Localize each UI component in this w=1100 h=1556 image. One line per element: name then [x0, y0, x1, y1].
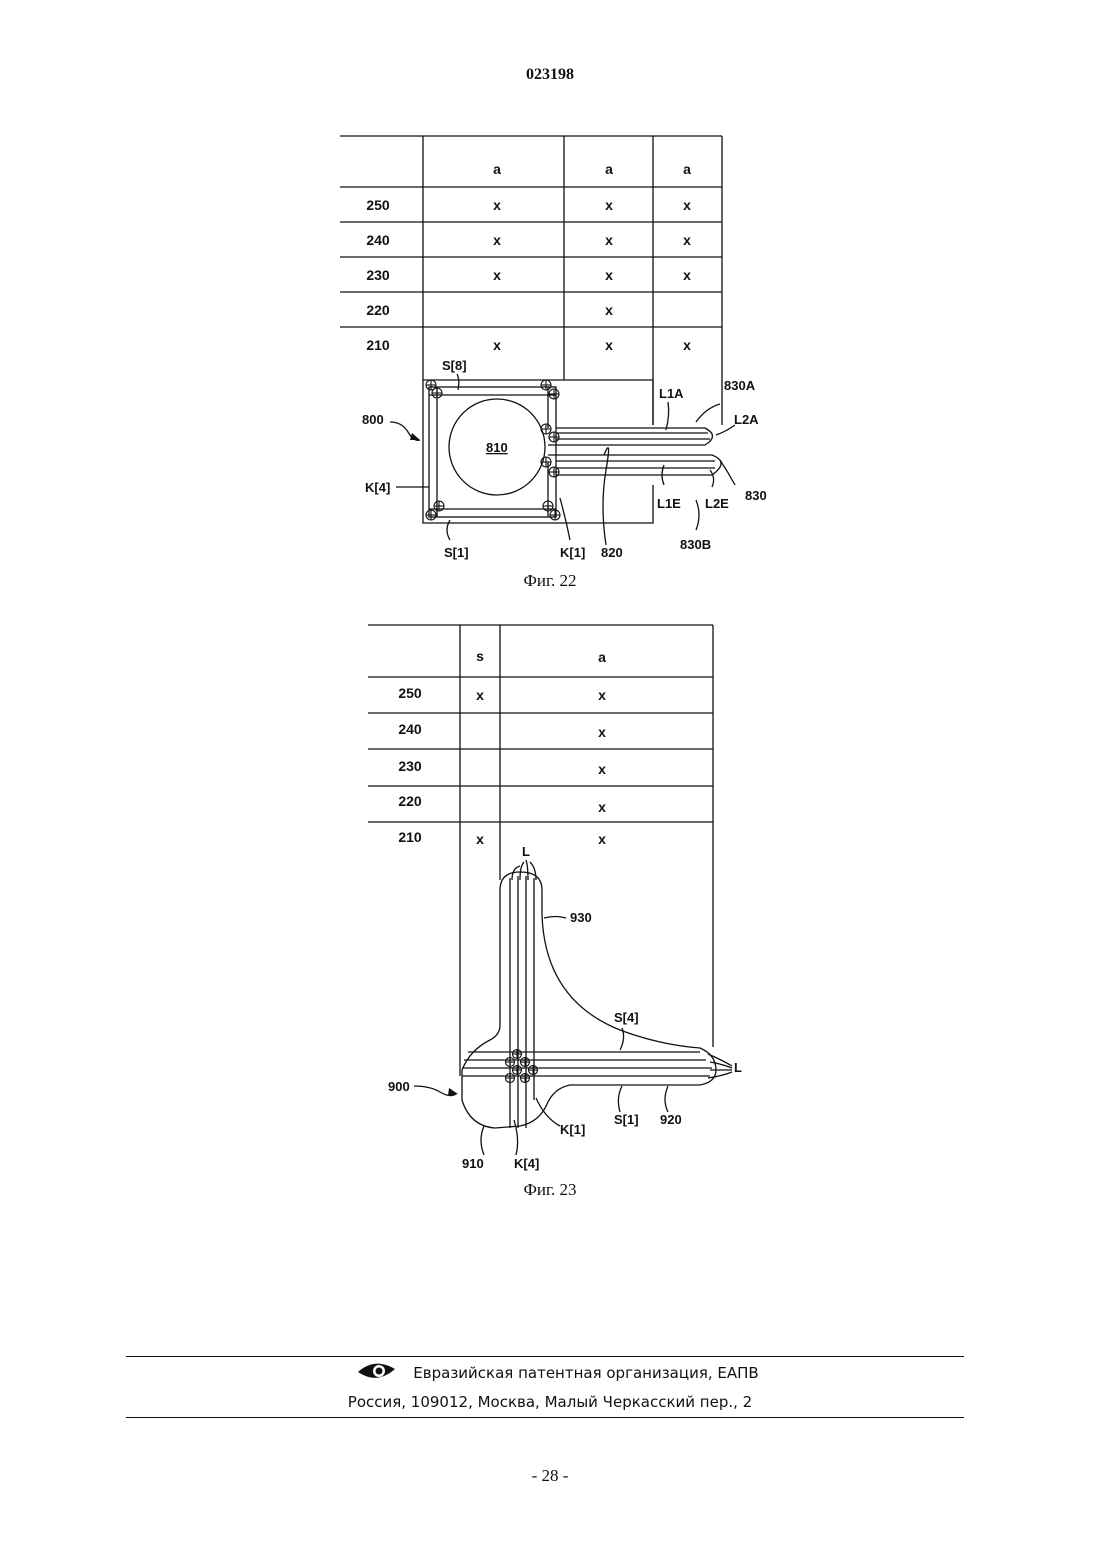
fig23-label-l-top: L [522, 844, 530, 859]
fig22-col-header-1: a [493, 161, 501, 177]
fig23-cell: x [598, 687, 606, 703]
fig22-label-830a: 830A [724, 378, 756, 393]
fig23-drawing [414, 860, 732, 1155]
fig22-label-l1a: L1A [659, 386, 684, 401]
fig22-row-label: 220 [366, 302, 390, 318]
fig22-cell: x [605, 302, 613, 318]
figure-23-caption: Фиг. 23 [0, 1180, 1100, 1200]
fig23-row-label: 210 [398, 829, 422, 845]
fig23-label-k1: K[1] [560, 1122, 585, 1137]
footer-address: Россия, 109012, Москва, Малый Черкасский… [0, 1393, 1100, 1411]
fig22-label-830b: 830B [680, 537, 711, 552]
fig22-cell: x [605, 232, 613, 248]
fig22-row-label: 250 [366, 197, 390, 213]
page-number: - 28 - [0, 1466, 1100, 1486]
footer-organization: Евразийская патентная организация, ЕАПВ [36, 1364, 1100, 1382]
fig23-cell: x [598, 799, 606, 815]
fig22-cell: x [493, 267, 501, 283]
figure-22-caption: Фиг. 22 [0, 571, 1100, 591]
fig23-label-900: 900 [388, 1079, 410, 1094]
fig23-label-910: 910 [462, 1156, 484, 1171]
fig22-label-l2e: L2E [705, 496, 729, 511]
fig22-row-label: 210 [366, 337, 390, 353]
fig22-label-830: 830 [745, 488, 767, 503]
fig23-label-s4: S[4] [614, 1010, 639, 1025]
footer-top-rule [126, 1356, 964, 1357]
fig22-col-header-2: a [605, 161, 613, 177]
fig22-label-820: 820 [601, 545, 623, 560]
fig23-row-label: 220 [398, 793, 422, 809]
fig22-label-k4: K[4] [365, 480, 390, 495]
fig22-cell: x [493, 337, 501, 353]
fig22-col-header-3: a [683, 161, 691, 177]
fig23-label-920: 920 [660, 1112, 682, 1127]
fig22-cell: x [683, 267, 691, 283]
fig23-cell: x [476, 687, 484, 703]
fig22-label-s1: S[1] [444, 545, 469, 560]
figure-23: s a 250 x x 240 x 230 x 220 x 210 x x [0, 610, 1100, 1180]
fig23-label-s1: S[1] [614, 1112, 639, 1127]
fig23-label-k4: K[4] [514, 1156, 539, 1171]
fig23-cell: x [598, 724, 606, 740]
fig23-col-header-1: s [476, 648, 484, 664]
fig22-cell: x [605, 337, 613, 353]
fig22-cell: x [493, 197, 501, 213]
fig22-cell: x [683, 337, 691, 353]
figure-22: a a a 250 x x x 240 x x x 230 x x x 220 … [0, 0, 1100, 620]
fig22-label-s8: S[8] [442, 358, 467, 373]
fig23-cell: x [476, 831, 484, 847]
fig23-row-label: 250 [398, 685, 422, 701]
fig22-row-label: 230 [366, 267, 390, 283]
fig22-label-l1e: L1E [657, 496, 681, 511]
fig22-cell: x [605, 197, 613, 213]
fig22-row-label: 240 [366, 232, 390, 248]
fig23-col-header-2: a [598, 649, 606, 665]
fig22-cell: x [683, 197, 691, 213]
fig22-label-l2a: L2A [734, 412, 759, 427]
fig22-label-800: 800 [362, 412, 384, 427]
fig23-label-l-right: L [734, 1060, 742, 1075]
footer-bottom-rule [126, 1417, 964, 1418]
fig23-row-label: 240 [398, 721, 422, 737]
fig23-cell: x [598, 761, 606, 777]
fig23-cell: x [598, 831, 606, 847]
fig22-label-k1: K[1] [560, 545, 585, 560]
fig23-label-930: 930 [570, 910, 592, 925]
fig22-label-810: 810 [486, 440, 508, 455]
fig22-cell: x [683, 232, 691, 248]
fig22-cell: x [605, 267, 613, 283]
fig22-cell: x [493, 232, 501, 248]
fig23-row-label: 230 [398, 758, 422, 774]
